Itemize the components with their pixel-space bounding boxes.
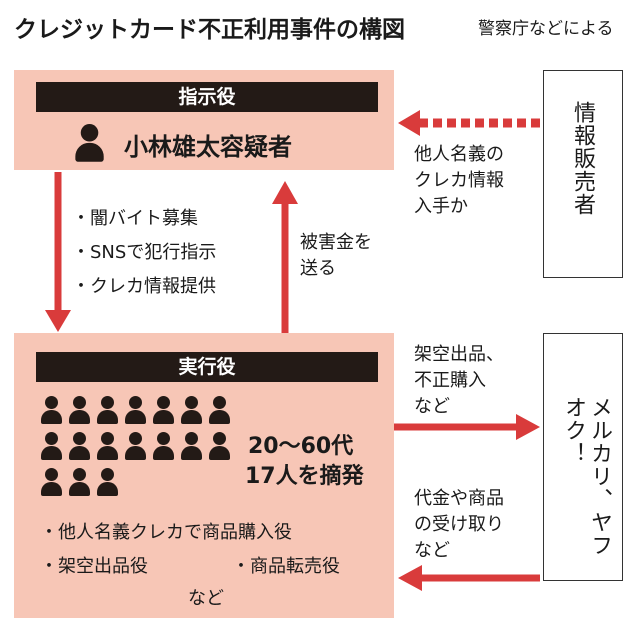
- diagram-title: クレジットカード不正利用事件の構図: [14, 17, 405, 43]
- to-marketplace-label-3: など: [414, 396, 450, 417]
- perpetrator-icon: [124, 432, 147, 460]
- executor-header: 実行役: [36, 352, 378, 382]
- perpetrator-icons: [40, 396, 240, 516]
- perpetrator-icon: [96, 396, 119, 424]
- instruction-sns: ・SNSで犯行指示: [72, 242, 217, 263]
- perpetrator-icon: [40, 468, 63, 496]
- from-marketplace-label-3: など: [414, 540, 450, 561]
- perpetrator-icon: [96, 468, 119, 496]
- perpetrator-icon: [208, 396, 231, 424]
- info-seller-box: 情報販売者: [543, 70, 623, 278]
- perpetrator-icon: [96, 432, 119, 460]
- suspect-name: 小林雄太容疑者: [124, 133, 292, 161]
- perpetrator-icon: [40, 432, 63, 460]
- to-marketplace-label-2: 不正購入: [414, 370, 486, 391]
- marketplace-box: メルカリ、ヤフオク！: [543, 333, 623, 581]
- seller-arrow-label-3: 入手か: [414, 196, 468, 217]
- from-marketplace-arrowhead: [398, 565, 422, 591]
- money-label-1: 被害金を: [300, 232, 372, 253]
- role-resale: ・商品転売役: [232, 556, 340, 577]
- seller-arrow-label-1: 他人名義の: [414, 144, 504, 165]
- role-buy: ・他人名義クレカで商品購入役: [40, 522, 292, 543]
- person-icon: [74, 124, 105, 162]
- to-marketplace-arrowhead: [516, 414, 540, 440]
- instructor-header: 指示役: [36, 82, 378, 112]
- instruction-down-arrowhead: [45, 310, 71, 332]
- info-seller-label: 情報販売者: [570, 101, 595, 216]
- from-marketplace-label-2: の受け取り: [414, 514, 504, 535]
- role-fake-listing: ・架空出品役: [40, 556, 148, 577]
- perpetrator-count: 17人を摘発: [245, 464, 364, 489]
- marketplace-label: メルカリ、ヤフオク！: [561, 396, 612, 557]
- to-marketplace-label-1: 架空出品、: [414, 344, 504, 365]
- money-up-arrowhead: [272, 181, 298, 204]
- role-etc: など: [188, 588, 224, 609]
- perpetrator-icon: [208, 432, 231, 460]
- perpetrator-age-range: 20～60代: [248, 434, 354, 459]
- perpetrator-icon: [180, 432, 203, 460]
- instruction-recruit: ・闇バイト募集: [72, 208, 198, 229]
- perpetrator-icon: [68, 396, 91, 424]
- seller-arrow-label-2: クレカ情報: [414, 170, 504, 191]
- seller-to-instructor-arrowhead: [398, 110, 420, 136]
- money-label-2: 送る: [300, 258, 336, 279]
- from-marketplace-label-1: 代金や商品: [414, 488, 504, 509]
- instruction-card-info: ・クレカ情報提供: [72, 276, 216, 297]
- perpetrator-icon: [40, 396, 63, 424]
- perpetrator-icon: [68, 432, 91, 460]
- perpetrator-icon: [180, 396, 203, 424]
- perpetrator-icon: [152, 432, 175, 460]
- perpetrator-icon: [124, 396, 147, 424]
- source-note: 警察庁などによる: [478, 19, 614, 39]
- perpetrator-icon: [152, 396, 175, 424]
- perpetrator-icon: [68, 468, 91, 496]
